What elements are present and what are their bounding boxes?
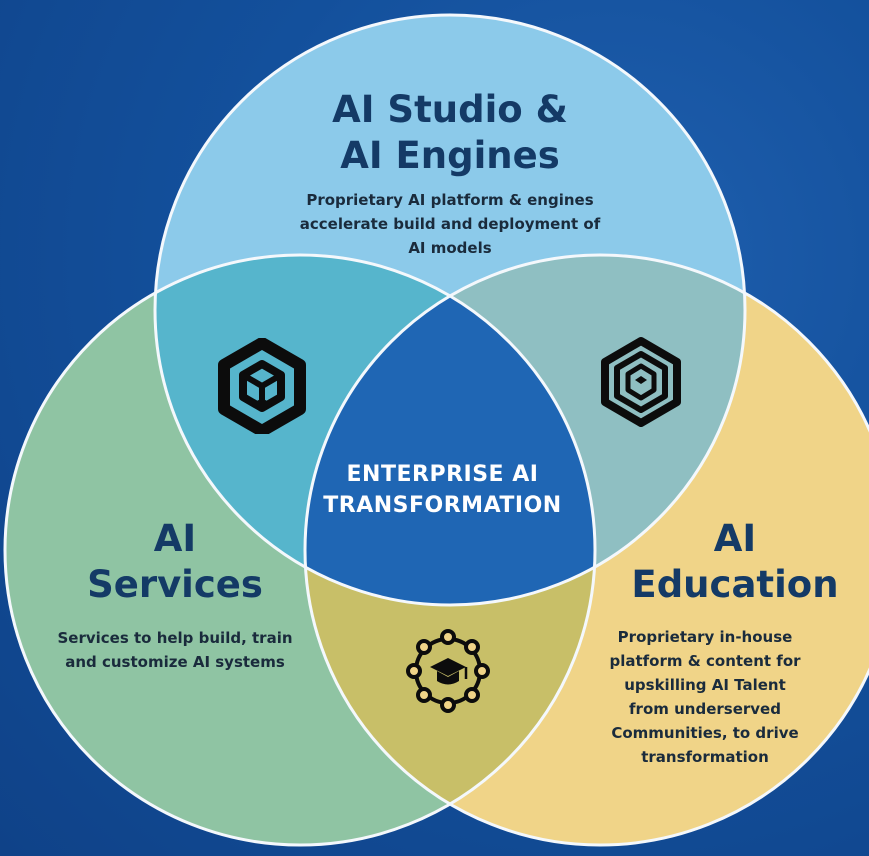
- ai-studio-title: AI Studio & AI Engines: [332, 88, 568, 177]
- circle-outline-services: [3, 253, 597, 847]
- ai-studio-description: Proprietary AI platform & engines accele…: [299, 191, 601, 257]
- circle-outline-studio: [153, 13, 747, 607]
- nested-hexagon-icon: [601, 337, 681, 427]
- ai-services-description: Services to help build, train and custom…: [57, 629, 293, 671]
- ai-education-description: Proprietary in-house platform & content …: [609, 628, 801, 766]
- circle-outline-education: [303, 253, 869, 847]
- graduation-network-icon: [406, 629, 490, 713]
- ai-services-title: AI Services: [87, 517, 263, 606]
- overlap-center: [305, 255, 595, 605]
- enterprise-ai-transformation-title: ENTERPRISE AI TRANSFORMATION: [323, 462, 562, 518]
- ai-education-title: AI Education: [631, 517, 839, 606]
- hexagon-cube-icon: [218, 338, 306, 434]
